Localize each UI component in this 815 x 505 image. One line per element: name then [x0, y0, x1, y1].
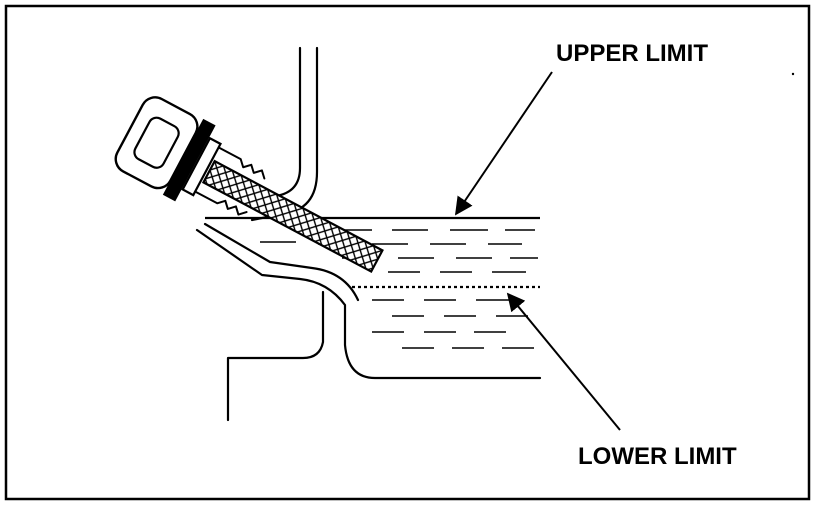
stray-dot [791, 72, 795, 76]
thread-collar [192, 145, 266, 216]
dipstick-blade [201, 159, 384, 274]
cap-gasket [162, 118, 216, 202]
upper-limit-label: UPPER LIMIT [556, 40, 708, 67]
cap-grip [133, 116, 180, 169]
diagram-frame [4, 4, 811, 501]
lower-limit-label: LOWER LIMIT [578, 443, 737, 470]
dipstick-assembly [114, 96, 384, 274]
crankcase-wall [195, 222, 542, 422]
oil-fill [260, 229, 538, 349]
upper-limit-leader [454, 71, 553, 216]
lower-limit-leader [506, 292, 621, 431]
